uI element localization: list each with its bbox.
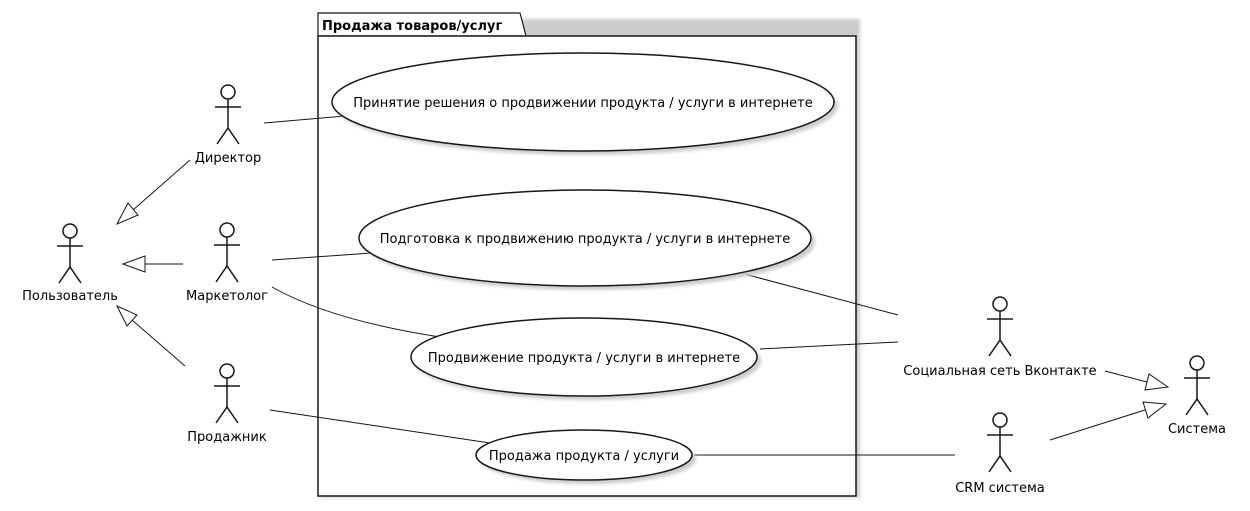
assoc-marketer-promotion bbox=[271, 286, 441, 338]
actor-system-label: Система bbox=[1168, 422, 1226, 437]
use-case-promotion-label: Продвижение продукта / услуги в интернет… bbox=[428, 351, 740, 366]
gen-vk-system bbox=[1104, 370, 1148, 383]
gen-crm-system bbox=[1049, 409, 1146, 441]
actor-seller-label: Продажник bbox=[187, 430, 267, 445]
gen-arrow-crm bbox=[1142, 401, 1168, 419]
use-case-promotion: Продвижение продукта / услуги в интернет… bbox=[410, 317, 761, 400]
actor-seller: Продажник bbox=[187, 363, 267, 445]
actor-director: Директор bbox=[195, 84, 262, 166]
relationship-lines bbox=[115, 115, 1170, 456]
assoc-promotion-vk bbox=[759, 341, 899, 350]
use-case-decision: Принятие решения о продвижении продукта … bbox=[331, 52, 838, 155]
actor-crm-label: CRM система bbox=[955, 481, 1045, 496]
assoc-preparation-vk bbox=[736, 271, 899, 316]
actor-marketer: Маркетолог bbox=[186, 222, 268, 304]
actor-user-label: Пользователь bbox=[22, 289, 118, 304]
assoc-marketer-preparation bbox=[271, 252, 373, 261]
package-title: Продажа товаров/услуг bbox=[322, 19, 502, 34]
actor-vk: Социальная сеть Вконтакте bbox=[903, 296, 1097, 379]
use-case-sale: Продажа продукта / услуги bbox=[475, 429, 696, 484]
gen-arrow-director bbox=[115, 202, 139, 226]
actor-crm: CRM система bbox=[955, 412, 1045, 496]
use-case-decision-label: Принятие решения о продвижении продукта … bbox=[353, 96, 812, 111]
use-case-sale-label: Продажа продукта / услуги bbox=[489, 449, 679, 464]
actor-marketer-label: Маркетолог bbox=[186, 289, 268, 304]
use-case-preparation: Подготовка к продвижению продукта / услу… bbox=[358, 189, 815, 290]
actor-director-label: Директор bbox=[195, 151, 262, 166]
gen-arrow-vk bbox=[1144, 373, 1170, 391]
actor-vk-label: Социальная сеть Вконтакте bbox=[903, 364, 1096, 379]
gen-director-user bbox=[132, 159, 191, 211]
assoc-seller-sale bbox=[269, 409, 491, 444]
actor-system: Система bbox=[1168, 355, 1226, 437]
gen-arrow-seller bbox=[115, 304, 138, 327]
assoc-director-decision bbox=[263, 115, 346, 124]
gen-arrow-marketer bbox=[121, 255, 146, 273]
use-case-preparation-label: Подготовка к продвижению продукта / услу… bbox=[380, 232, 790, 247]
actor-user: Пользователь bbox=[22, 223, 118, 304]
gen-seller-user bbox=[131, 319, 186, 367]
